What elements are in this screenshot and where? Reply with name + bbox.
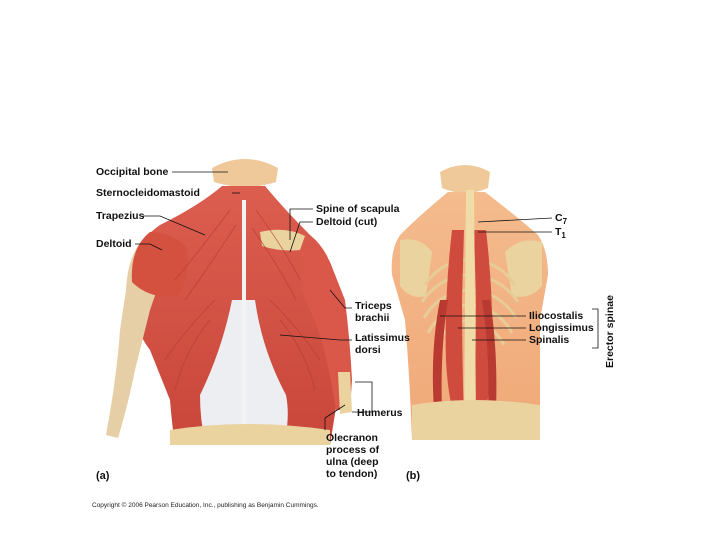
iliocostalis-left xyxy=(432,300,448,410)
label-triceps-line2: brachii xyxy=(355,312,390,324)
label-t1-letter: T xyxy=(555,226,562,238)
figure-b xyxy=(391,165,548,440)
label-olecranon: Olecranon process of ulna (deep to tendo… xyxy=(326,432,379,480)
label-erector-spinae: Erector spinae xyxy=(604,295,616,368)
label-t1: T1 xyxy=(555,226,566,242)
leader-lines-a xyxy=(135,171,373,430)
left-scapula-b xyxy=(400,239,432,297)
label-longissimus: Longissimus xyxy=(529,322,594,334)
figure-a xyxy=(106,159,352,445)
copyright-notice: Copyright © 2006 Pearson Education, Inc.… xyxy=(92,502,319,509)
label-olecranon-line2: process of xyxy=(326,444,380,456)
vertebral-column xyxy=(464,190,476,420)
erector-right xyxy=(474,230,493,420)
label-latissimus-line2: dorsi xyxy=(355,344,381,356)
label-olecranon-line4: to tendon) xyxy=(326,468,378,480)
label-c7-letter: C xyxy=(555,212,563,224)
right-arm-a xyxy=(300,248,352,410)
label-latissimus: Latissimus dorsi xyxy=(355,332,410,356)
label-olecranon-line1: Olecranon xyxy=(326,432,378,444)
label-spinalis: Spinalis xyxy=(529,334,570,346)
label-c7: C7 xyxy=(555,212,567,228)
label-iliocostalis: Iliocostalis xyxy=(529,310,584,322)
head-b xyxy=(440,165,490,193)
label-sternocleidomastoid: Sternocleidomastoid xyxy=(96,187,200,199)
scapula-a xyxy=(260,229,305,251)
label-deltoid-cut: Deltoid (cut) xyxy=(316,216,378,228)
panel-label-a: (a) xyxy=(96,470,110,482)
label-occipital-bone: Occipital bone xyxy=(96,166,169,178)
iliocostalis-right xyxy=(482,300,497,410)
panel-label-b: (b) xyxy=(406,470,421,482)
label-t1-sub: 1 xyxy=(561,231,566,241)
label-latissimus-line1: Latissimus xyxy=(355,332,410,344)
label-trapezius: Trapezius xyxy=(96,210,145,222)
pelvis-b xyxy=(412,400,540,440)
label-c7-sub: 7 xyxy=(562,217,568,227)
left-deltoid xyxy=(131,232,188,297)
label-humerus: Humerus xyxy=(357,407,403,419)
erector-left xyxy=(445,230,464,420)
leader-lines-b xyxy=(440,217,599,349)
label-triceps: Triceps brachii xyxy=(355,300,392,324)
label-deltoid: Deltoid xyxy=(96,238,132,250)
label-olecranon-line3: ulna (deep xyxy=(326,456,379,468)
pelvis-a xyxy=(170,424,330,445)
label-triceps-line1: Triceps xyxy=(355,300,392,312)
head-a xyxy=(212,159,278,187)
humerus-bone xyxy=(338,372,352,414)
label-spine-of-scapula: Spine of scapula xyxy=(316,203,400,215)
